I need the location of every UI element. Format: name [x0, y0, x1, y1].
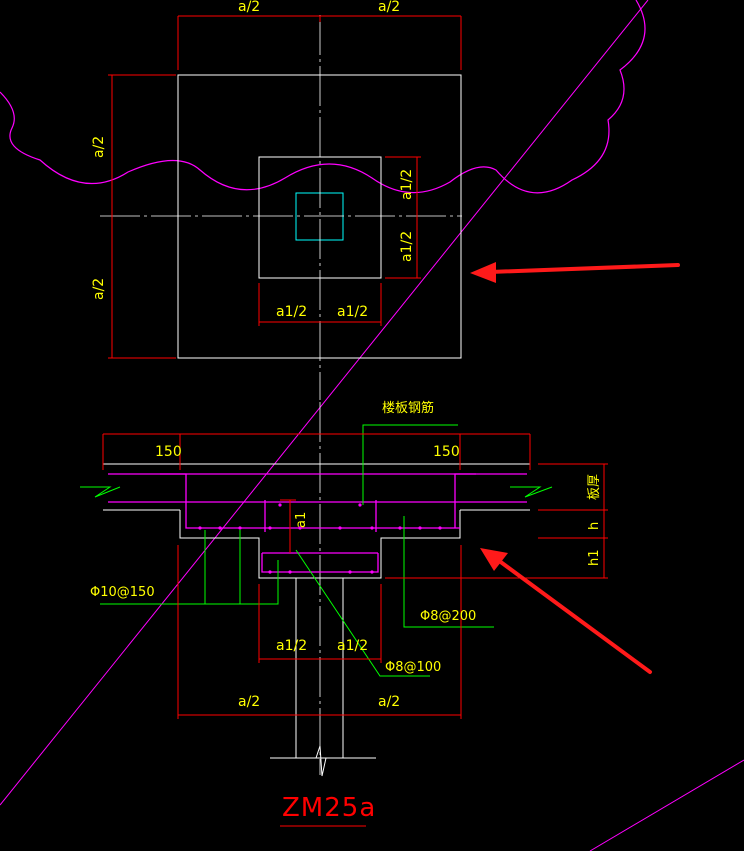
section-dim-base-left: a/2: [238, 694, 260, 710]
plan-dim-left-upper: a/2: [91, 136, 107, 158]
rebar-right-label: Φ8@200: [420, 609, 476, 624]
plan-dim-inner-bottom-left: a1/2: [276, 304, 307, 320]
annotation-arrow-upper: [470, 262, 680, 283]
section-view: 150 150 楼板钢筋 板厚 h h1 a1 Φ10@150 Φ8@200 Φ…: [80, 400, 608, 827]
plan-dim-top-left: a/2: [238, 0, 260, 15]
section-dim-cap-left: a1/2: [276, 638, 307, 654]
section-dim-cap-right: a1/2: [337, 638, 368, 654]
label-slab-rebar: 楼板钢筋: [382, 400, 434, 416]
annotation-arrow-lower: [480, 548, 652, 674]
label-a1: a1: [294, 512, 309, 528]
plan-dim-top-right: a/2: [378, 0, 400, 15]
label-slab-thickness: 板厚: [587, 474, 602, 500]
plan-dim-left-lower: a/2: [91, 278, 107, 300]
revision-cloud: [0, 0, 646, 194]
plan-dim-inner-right-upper: a1/2: [399, 169, 415, 200]
label-h1: h1: [587, 549, 602, 566]
diagonal-line-main: [0, 0, 649, 806]
section-dim-slab-right: 150: [433, 444, 460, 460]
plan-view: a/2 a/2 a/2 a/2 a1/2 a1/2 a1/2 a1/2: [91, 0, 462, 400]
plan-dim-inner-right-lower: a1/2: [399, 231, 415, 262]
label-h: h: [587, 522, 602, 530]
diagonal-line-corner: [589, 759, 744, 851]
column-outline: [295, 192, 344, 241]
section-dim-base-right: a/2: [378, 694, 400, 710]
footing-outline: [177, 74, 462, 359]
plan-dim-inner-bottom-right: a1/2: [337, 304, 368, 320]
drawing-title: ZM25a: [282, 793, 376, 823]
section-dim-slab-left: 150: [155, 444, 182, 460]
rebar-bottom-label: Φ8@100: [385, 660, 441, 675]
rebar-left-label: Φ10@150: [90, 585, 155, 600]
